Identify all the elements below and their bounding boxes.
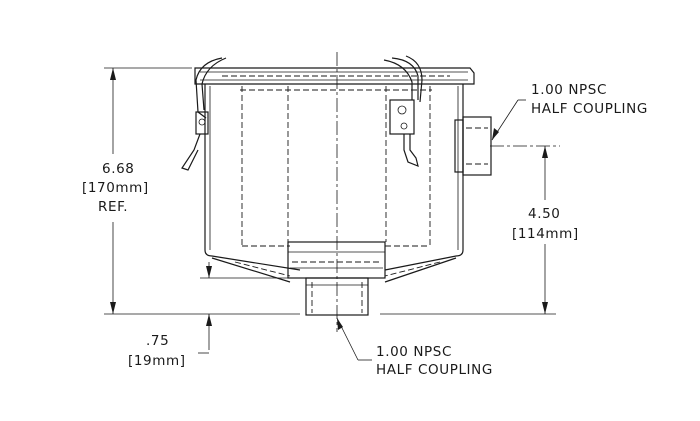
right-latch-clamp — [389, 99, 415, 135]
right-latch — [383, 55, 423, 167]
bottom-outlet — [287, 241, 386, 316]
side-coupling-leader — [491, 99, 526, 141]
bottom-coupling-leader — [336, 317, 372, 361]
side-height-metric: [114mm] — [512, 226, 579, 242]
bottom-flange — [287, 241, 386, 279]
left-latch — [181, 57, 227, 171]
tank-cone-right — [384, 257, 457, 283]
overall-height-value: 6.68 — [102, 161, 134, 177]
overall-height-dimension — [104, 67, 300, 315]
side-half-coupling — [462, 116, 492, 176]
side-height-value: 4.50 — [528, 206, 560, 222]
side-height-dimension — [380, 146, 556, 315]
tank-left-wall — [204, 84, 301, 271]
bottom-coupling-label-line2: HALF COUPLING — [376, 362, 493, 378]
bottom-coupling-metric: [19mm] — [128, 353, 186, 369]
left-latch-clamp — [195, 111, 209, 135]
tank-right-wall — [384, 84, 464, 271]
side-outlet — [454, 116, 492, 176]
overall-height-metric: [170mm] — [82, 180, 149, 196]
side-coupling-label-line1: 1.00 NPSC — [531, 82, 607, 98]
overall-height-ref: REF. — [98, 199, 128, 215]
tank-body — [194, 67, 475, 283]
bottom-coupling-label-line1: 1.00 NPSC — [376, 344, 452, 360]
tank-lid — [194, 67, 475, 85]
side-coupling-label-line2: HALF COUPLING — [531, 101, 648, 117]
side-coupling-base — [454, 119, 464, 173]
bottom-coupling-value: .75 — [146, 333, 169, 349]
bottom-coupling-dimension — [198, 262, 302, 354]
